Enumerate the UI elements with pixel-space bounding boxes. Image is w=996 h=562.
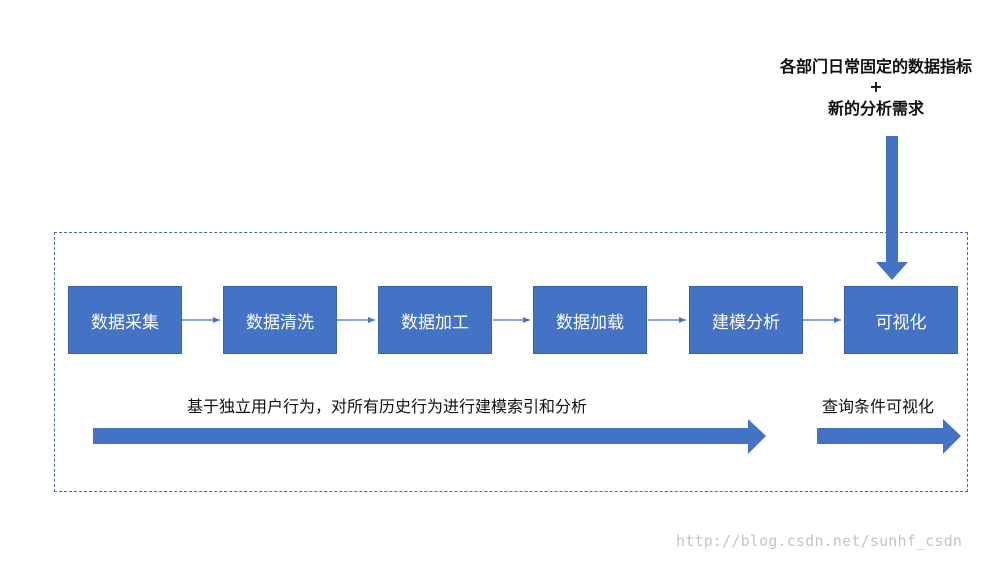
process-frame bbox=[54, 232, 968, 492]
bottom-right-label: 查询条件可视化 bbox=[822, 397, 935, 416]
bottom-left-label: 基于独立用户行为，对所有历史行为进行建模索引和分析 bbox=[187, 397, 588, 416]
step-box-clean: 数据清洗 bbox=[223, 286, 337, 354]
watermark: http://blog.csdn.net/sunhf_csdn bbox=[676, 532, 963, 550]
step-box-collect: 数据采集 bbox=[68, 286, 182, 354]
bottom-right-arrow bbox=[817, 419, 961, 454]
step-box-load: 数据加载 bbox=[533, 286, 647, 354]
step-box-visualize: 可视化 bbox=[844, 286, 958, 354]
step-box-model: 建模分析 bbox=[689, 286, 803, 354]
bottom-left-arrow bbox=[93, 419, 766, 454]
requirement-plus: + bbox=[869, 77, 883, 96]
down-arrow bbox=[876, 136, 908, 280]
requirement-line-2: 新的分析需求 bbox=[827, 99, 924, 118]
requirement-line-1: 各部门日常固定的数据指标 bbox=[779, 57, 972, 76]
step-box-process: 数据加工 bbox=[378, 286, 492, 354]
